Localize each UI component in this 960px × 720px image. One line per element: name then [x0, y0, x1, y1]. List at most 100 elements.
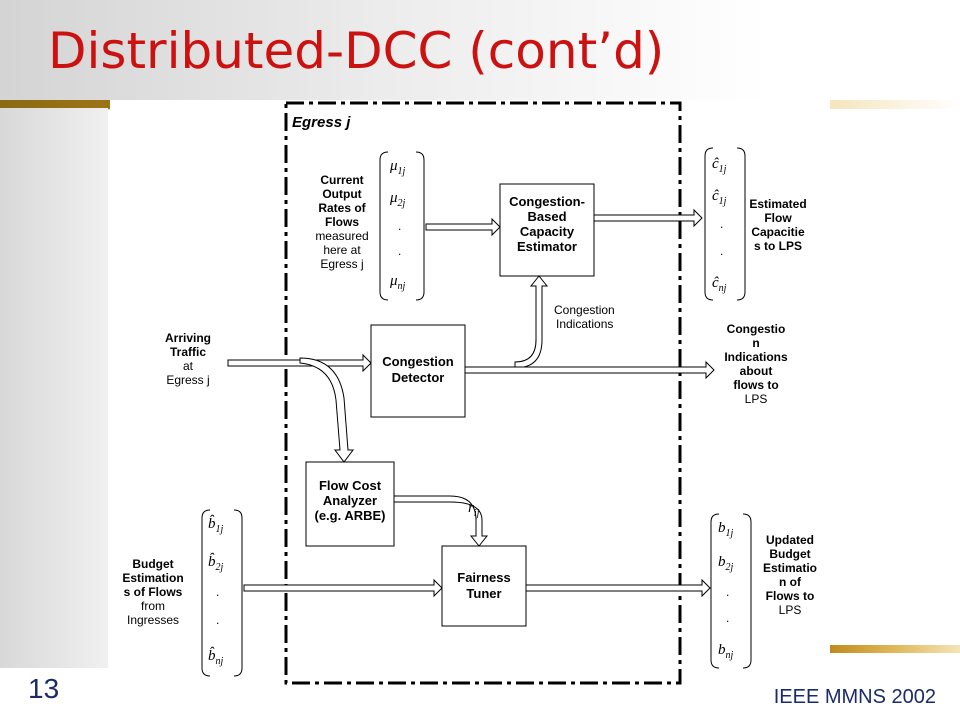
svg-text:Congestion: Congestion: [382, 354, 454, 369]
block-capacity-estimator-label: Congestion- Based Capacity Estimator: [509, 194, 585, 254]
title-background: [0, 0, 960, 110]
svg-text:Congestio: Congestio: [727, 322, 786, 336]
egress-boundary: [284, 101, 682, 685]
arrow-estimator-to-capacities: [593, 208, 703, 228]
svg-text:LPS: LPS: [779, 603, 802, 617]
svg-text:.: .: [398, 219, 401, 233]
vector-b-hat: b̂1j b̂2j . . b̂nj: [201, 509, 243, 677]
svg-text:flows to: flows to: [733, 378, 778, 392]
label-arriving-traffic: Arriving Traffic at Egress j: [165, 331, 211, 387]
svg-text:Rates of: Rates of: [318, 201, 366, 215]
svg-text:.: .: [720, 244, 723, 258]
label-current-output-rates: Current Output Rates of Flows measured h…: [315, 173, 368, 271]
arrow-traffic-to-analyzer: [299, 357, 354, 463]
footer-conference: IEEE MMNS 2002: [773, 686, 936, 708]
svg-text:.: .: [398, 244, 401, 258]
svg-text:ĉ1j: ĉ1j: [712, 156, 727, 175]
svg-text:Estimator: Estimator: [517, 239, 577, 254]
label-estimated-capacities: Estimated Flow Capacitie s to LPS: [749, 197, 806, 253]
svg-text:μ2j: μ2j: [389, 190, 406, 209]
label-r-ij: rij: [468, 500, 480, 519]
label-budget-estimations: Budget Estimation s of Flows from Ingres…: [122, 557, 183, 627]
svg-text:(e.g. ARBE): (e.g. ARBE): [314, 508, 385, 523]
svg-text:Fairness: Fairness: [457, 570, 510, 585]
svg-text:here at: here at: [323, 243, 361, 257]
arrow-detector-to-estimator: [514, 275, 549, 369]
svg-text:.: .: [720, 217, 723, 231]
label-congestion-indications-out: Congestio n Indications about flows to L…: [724, 322, 788, 406]
svg-text:Indications: Indications: [556, 317, 613, 331]
svg-text:Flows: Flows: [325, 215, 359, 229]
svg-text:Budget: Budget: [769, 547, 810, 561]
svg-text:bnj: bnj: [718, 642, 734, 661]
svg-text:Egress j: Egress j: [166, 373, 209, 387]
diagram-canvas: Egress j Current Output Rates of Flows m…: [122, 101, 817, 685]
label-updated-budgets: Updated Budget Estimatio n of Flows to L…: [763, 533, 817, 617]
block-congestion-detector-label: Congestion Detector: [382, 354, 454, 385]
svg-text:LPS: LPS: [745, 392, 768, 406]
arrow-tuner-to-budgets: [525, 578, 711, 598]
svg-text:from: from: [141, 599, 165, 613]
svg-text:Flows to: Flows to: [766, 589, 815, 603]
vector-c-hat: ĉ1j ĉ1j . . ĉnj: [704, 147, 746, 301]
svg-text:b2j: b2j: [718, 554, 734, 573]
vector-mu: μ1j μ2j . . μnj: [379, 151, 425, 301]
block-capacity-estimator: [499, 183, 595, 277]
svg-text:μnj: μnj: [389, 273, 406, 292]
arrow-detector-to-indications: [464, 360, 715, 380]
svg-text:Traffic: Traffic: [170, 345, 206, 359]
svg-text:Egress j: Egress j: [320, 257, 363, 271]
label-congestion-indications: Congestion Indications: [554, 303, 615, 331]
svg-text:s of Flows: s of Flows: [124, 585, 183, 599]
svg-text:.: .: [216, 585, 219, 599]
svg-text:Flow: Flow: [764, 211, 792, 225]
block-fairness-tuner: [441, 545, 527, 627]
arrow-budgets-to-tuner: [243, 578, 443, 598]
footer-accent-bar: [830, 645, 960, 653]
svg-text:Based: Based: [527, 209, 566, 224]
svg-text:Congestion-: Congestion-: [509, 194, 585, 209]
svg-text:b̂2j: b̂2j: [208, 553, 224, 573]
svg-text:Congestion: Congestion: [554, 303, 615, 317]
left-side-band: [0, 108, 108, 668]
svg-text:Tuner: Tuner: [466, 586, 501, 601]
svg-text:.: .: [726, 585, 729, 599]
block-fairness-tuner-label: Fairness Tuner: [457, 570, 510, 601]
egress-label: Egress j: [292, 114, 351, 131]
svg-text:Budget: Budget: [132, 557, 173, 571]
svg-text:Indications: Indications: [724, 350, 788, 364]
block-flow-cost-analyzer-label: Flow Cost Analyzer (e.g. ARBE): [314, 478, 385, 523]
svg-text:Estimation: Estimation: [122, 571, 183, 585]
svg-text:Ingresses: Ingresses: [127, 613, 179, 627]
svg-text:Detector: Detector: [392, 370, 445, 385]
svg-text:measured: measured: [315, 229, 368, 243]
arrow-rates-to-estimator: [425, 217, 501, 237]
svg-text:s to LPS: s to LPS: [754, 239, 802, 253]
svg-text:b̂1j: b̂1j: [208, 515, 224, 535]
arrow-analyzer-to-tuner: [393, 495, 489, 547]
svg-text:.: .: [726, 611, 729, 625]
svg-text:μ1j: μ1j: [389, 158, 406, 177]
svg-text:n: n: [752, 336, 759, 350]
svg-text:Capacity: Capacity: [520, 224, 575, 239]
svg-text:at: at: [183, 359, 194, 373]
svg-text:Updated: Updated: [766, 533, 814, 547]
block-flow-cost-analyzer: [305, 461, 395, 547]
block-diagram: Egress j Current Output Rates of Flows m…: [110, 100, 830, 685]
svg-text:Capacitie: Capacitie: [751, 225, 805, 239]
svg-text:.: .: [216, 613, 219, 627]
svg-text:ĉnj: ĉnj: [712, 275, 727, 294]
svg-text:Analyzer: Analyzer: [323, 493, 377, 508]
vector-b: b1j b2j . . bnj: [710, 513, 752, 669]
slide-title: Distributed-DCC (cont’d): [48, 22, 665, 80]
svg-text:n of: n of: [779, 575, 802, 589]
svg-text:Flow Cost: Flow Cost: [319, 478, 382, 493]
svg-text:b̂nj: b̂nj: [208, 647, 224, 667]
svg-text:Current: Current: [320, 173, 363, 187]
svg-text:b1j: b1j: [718, 520, 734, 539]
svg-text:Arriving: Arriving: [165, 331, 211, 345]
svg-text:Output: Output: [322, 187, 361, 201]
svg-text:Estimated: Estimated: [749, 197, 806, 211]
svg-text:ĉ1j: ĉ1j: [712, 188, 727, 207]
svg-text:about: about: [740, 364, 773, 378]
